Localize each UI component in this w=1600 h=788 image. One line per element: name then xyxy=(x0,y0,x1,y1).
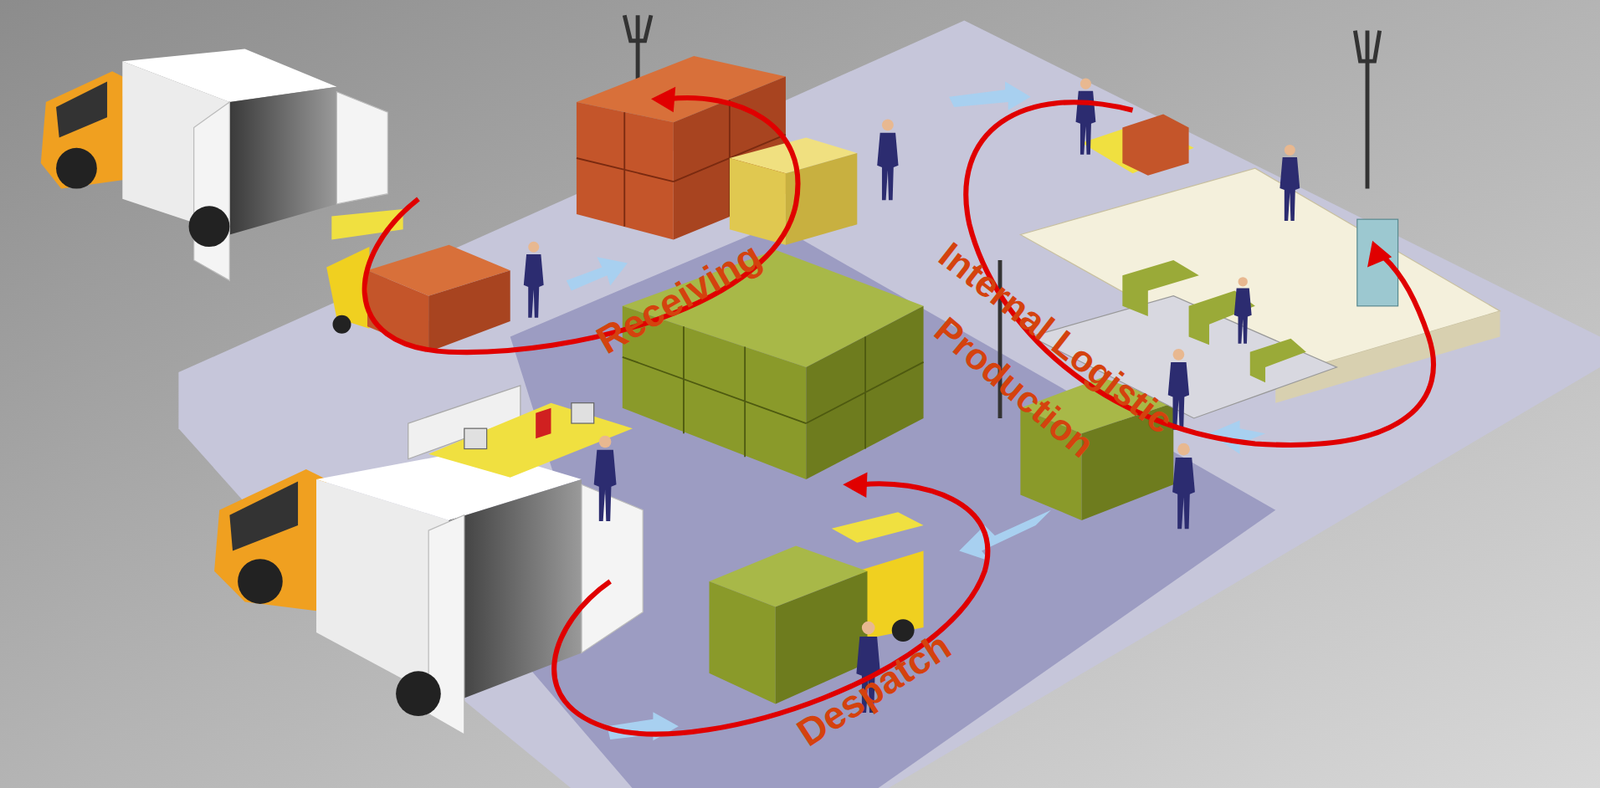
flow-loop xyxy=(553,483,988,734)
crate xyxy=(1122,114,1189,176)
worker xyxy=(876,119,898,201)
flow-loop xyxy=(364,97,799,353)
worker xyxy=(594,435,617,522)
scene xyxy=(41,15,1600,788)
truck-door xyxy=(194,102,231,281)
worker xyxy=(523,241,544,318)
floor-arrow xyxy=(948,82,1031,111)
arrowhead xyxy=(651,87,676,113)
worker xyxy=(1234,276,1252,344)
crate-face xyxy=(428,270,511,353)
truck-door xyxy=(336,92,388,205)
wheel xyxy=(333,315,352,334)
chair xyxy=(535,408,551,440)
arrowhead xyxy=(842,472,867,498)
truck-opening xyxy=(449,479,583,704)
wheel xyxy=(395,671,442,717)
crate-face xyxy=(708,581,775,704)
wheel xyxy=(189,205,231,247)
crate-seam xyxy=(622,326,924,457)
arrowhead xyxy=(1367,241,1392,268)
worker xyxy=(1279,144,1300,221)
computer xyxy=(464,428,488,449)
truck-cab xyxy=(214,469,327,613)
area-label: Receiving xyxy=(589,235,767,360)
truck-window xyxy=(56,82,108,139)
truck-cab xyxy=(41,71,134,189)
worker xyxy=(1076,78,1097,155)
wheel xyxy=(237,558,283,605)
crate-face xyxy=(729,158,786,246)
truck-opening xyxy=(229,87,337,236)
floor xyxy=(178,20,1600,788)
computer xyxy=(571,403,595,424)
truck-window xyxy=(229,482,298,552)
worker xyxy=(1172,443,1195,529)
floor-arrow xyxy=(566,256,628,291)
forklift-roof xyxy=(831,512,924,544)
area-label: Despatch xyxy=(790,625,958,753)
crate xyxy=(1122,260,1199,317)
wheel xyxy=(892,619,915,642)
crate xyxy=(1250,338,1307,383)
truck-door xyxy=(581,484,643,653)
wheel xyxy=(56,148,98,190)
